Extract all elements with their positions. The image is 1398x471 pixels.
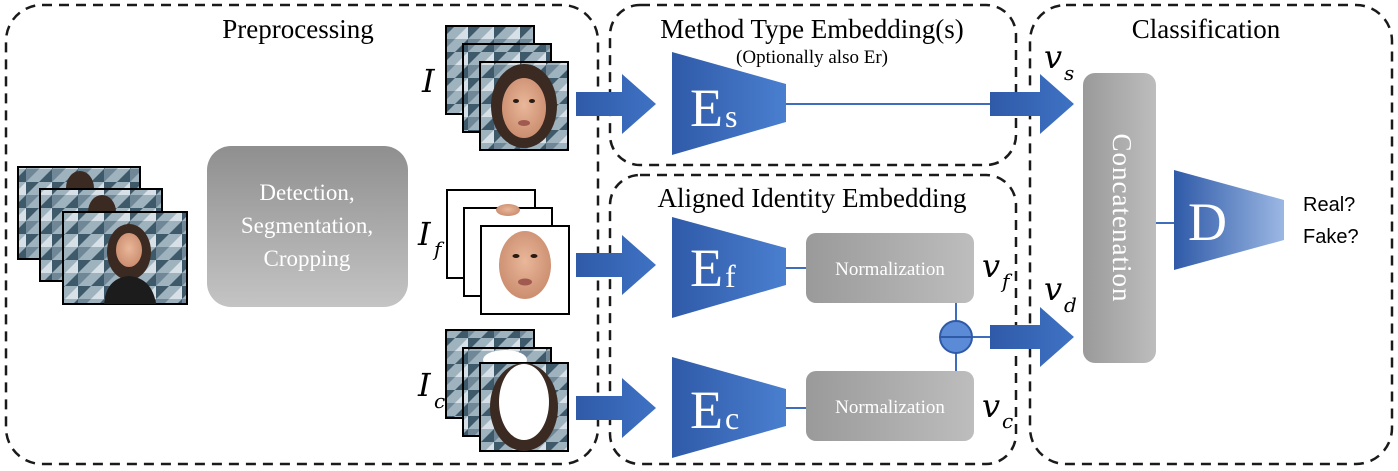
concatenation-box [1083, 73, 1156, 363]
label-If: I f [417, 215, 445, 261]
detection-line-1: Detection, [259, 180, 354, 205]
classification-title: Classification [1132, 14, 1281, 44]
arrow-vd-to-concat [990, 307, 1074, 367]
svg-text:I: I [417, 366, 432, 404]
label-vf: v f [982, 247, 1013, 293]
detection-box [207, 146, 408, 307]
svg-text:d: d [1064, 293, 1077, 317]
svg-text:v: v [982, 247, 1000, 285]
discriminator-D: D [1174, 170, 1284, 270]
label-vs: v s [1044, 38, 1074, 85]
detection-line-3: Cropping [264, 246, 351, 271]
encoder-Ef: E f [672, 217, 786, 318]
face-only-stack [446, 189, 570, 315]
svg-text:Normalization: Normalization [835, 397, 945, 418]
encoder-Es: E s [672, 52, 786, 155]
svg-text:f: f [725, 258, 736, 294]
svg-text:f: f [1000, 269, 1013, 293]
preprocessing-box [4, 3, 600, 466]
detection-line-2: Segmentation, [241, 213, 373, 238]
svg-text:I: I [417, 215, 432, 253]
input-arrow-Ic [576, 378, 656, 438]
aligned-identity-box [608, 173, 1018, 466]
output-fake-label: Fake? [1303, 226, 1359, 248]
label-Ic: I c [417, 366, 445, 413]
classification-box [1028, 3, 1394, 466]
svg-text:D: D [1188, 192, 1227, 252]
svg-text:v: v [1044, 270, 1062, 308]
svg-text:v: v [1044, 38, 1062, 76]
output-real-label: Real? [1303, 194, 1355, 216]
preprocessing-title: Preprocessing [222, 14, 373, 44]
input-arrow-I [576, 74, 656, 134]
concatenation-label: Concatenation [1107, 134, 1137, 303]
difference-operator [939, 320, 973, 354]
face-crop-stack [445, 25, 569, 151]
normalization-box-c: Normalization [806, 371, 974, 441]
context-stack [445, 329, 569, 452]
input-video-frames [17, 166, 188, 305]
label-vc: v c [982, 387, 1013, 433]
svg-text:f: f [432, 237, 445, 261]
method-type-title: Method Type Embedding(s) [660, 14, 964, 44]
svg-text:Normalization: Normalization [835, 259, 945, 280]
encoder-Ec: E c [672, 357, 786, 458]
method-type-box [608, 3, 1018, 167]
method-type-subtitle: (Optionally also Er) [736, 47, 888, 68]
svg-text:c: c [725, 400, 739, 436]
svg-text:I: I [421, 62, 436, 100]
svg-text:v: v [982, 387, 1000, 425]
label-vd: v d [1044, 270, 1077, 317]
label-I: I [421, 62, 436, 100]
normalization-box-f: Normalization [806, 233, 974, 303]
svg-text:c: c [434, 389, 445, 413]
svg-text:E: E [690, 380, 723, 440]
svg-text:c: c [1002, 409, 1013, 433]
svg-text:s: s [1064, 61, 1074, 85]
svg-text:E: E [690, 238, 723, 298]
input-arrow-If [576, 235, 656, 295]
arrow-vs-to-concat [990, 74, 1074, 134]
svg-text:E: E [690, 78, 723, 138]
svg-text:s: s [725, 98, 737, 134]
aligned-identity-title: Aligned Identity Embedding [658, 183, 967, 213]
